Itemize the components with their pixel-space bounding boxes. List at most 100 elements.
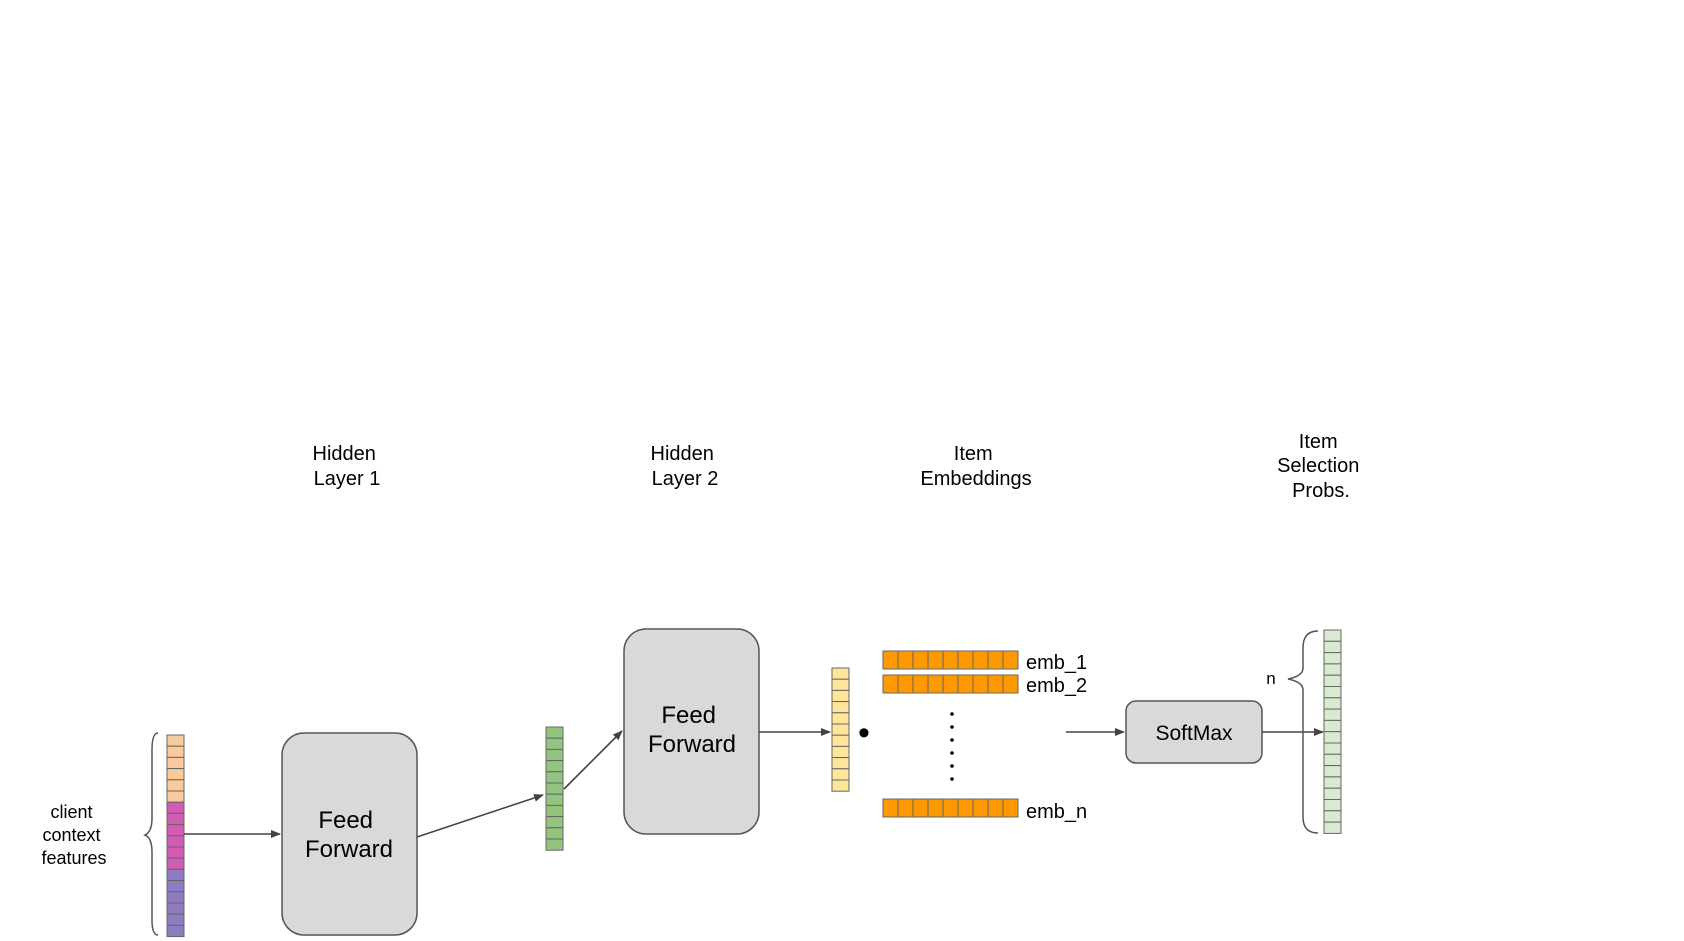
embedding-row-1 (882, 650, 1019, 670)
input-feature-cell (166, 779, 185, 792)
hidden1-cell (545, 760, 564, 773)
hidden1-cell (545, 827, 564, 840)
svg-text:Feed Forward: Feed Forward (648, 702, 736, 758)
input-brace (143, 732, 159, 936)
emb1-cell (957, 650, 974, 670)
hidden2-cell (831, 712, 850, 725)
embn-cell (972, 798, 989, 818)
output-cell (1323, 686, 1342, 699)
embn-cell (1002, 798, 1019, 818)
emb1-cell (882, 650, 899, 670)
input-feature-cell (166, 868, 185, 882)
item-selection-probs-heading: Item Selection Probs. (1277, 431, 1365, 502)
hidden-layer-2-heading: Hidden Layer 2 (651, 443, 720, 490)
embedding-row-n (882, 798, 1019, 818)
embn-cell (987, 798, 1004, 818)
hidden1-cell (545, 838, 564, 851)
input-feature-cell (166, 835, 185, 848)
input-feature-cell (166, 857, 185, 870)
hidden2-cell (831, 745, 850, 759)
ff2-label-line1: Feed (661, 702, 716, 729)
input-feature-cell (166, 924, 185, 938)
hidden1-cell (545, 771, 564, 784)
emb1-cell (972, 650, 989, 670)
output-cell (1323, 742, 1342, 755)
output-cell (1323, 640, 1342, 654)
dot-product-operator: • (858, 714, 870, 752)
hidden2-cell (831, 768, 850, 781)
emb2-cell (1002, 674, 1019, 694)
hidden-layer-1-heading: Hidden Layer 1 (313, 443, 382, 490)
arrow-ff1-to-hidden1 (416, 794, 544, 838)
hidden1-cell (545, 782, 564, 795)
input-feature-cell (166, 913, 185, 926)
output-cell (1323, 697, 1342, 710)
softmax-label: SoftMax (1155, 722, 1233, 745)
output-cell (1323, 810, 1342, 823)
output-cell (1323, 821, 1342, 834)
hidden1-cell (545, 726, 564, 739)
emb1-cell (897, 650, 914, 670)
input-feature-cell (166, 768, 185, 781)
client-context-features-label: client context features (41, 802, 106, 868)
input-feature-cell (166, 801, 185, 814)
emb-1-label: emb_1 (1026, 652, 1087, 674)
hidden2-cell (831, 723, 850, 736)
input-feature-cell (166, 891, 185, 904)
embedding-row-2 (882, 674, 1019, 694)
hidden2-cell (831, 689, 850, 703)
hidden2-cell (831, 779, 850, 792)
input-feature-cell (166, 734, 185, 747)
input-feature-cell (166, 745, 185, 758)
emb2-cell (972, 674, 989, 694)
svg-text:Feed Forward: Feed Forward (305, 807, 393, 863)
emb1-cell (927, 650, 944, 670)
output-cell (1323, 753, 1342, 767)
softmax-box: SoftMax (1125, 700, 1263, 764)
emb2-cell (882, 674, 899, 694)
output-cell (1323, 652, 1342, 665)
output-cell (1323, 731, 1342, 744)
embedding-ellipsis (950, 712, 954, 781)
hidden2-cell (831, 734, 850, 747)
ff1-label-line1: Feed (318, 807, 373, 834)
hidden1-cell (545, 804, 564, 818)
output-cell (1323, 629, 1342, 642)
input-feature-cell (166, 824, 185, 837)
feed-forward-1-box: Feed Forward (281, 732, 418, 936)
emb2-cell (942, 674, 959, 694)
hidden1-cell (545, 816, 564, 829)
hidden1-cell (545, 748, 564, 762)
hidden-layer-1-vector (545, 726, 564, 851)
output-cell (1323, 787, 1342, 801)
emb2-cell (957, 674, 974, 694)
emb-2-label: emb_2 (1026, 675, 1087, 697)
hidden2-cell (831, 667, 850, 680)
hidden1-cell (545, 793, 564, 806)
ff2-label-line2: Forward (648, 731, 736, 758)
emb2-cell (912, 674, 929, 694)
input-feature-cell (166, 846, 185, 859)
item-embeddings-heading: Item Embeddings (920, 443, 1031, 490)
hidden2-cell (831, 757, 850, 770)
emb2-cell (987, 674, 1004, 694)
input-feature-cell (166, 790, 185, 803)
output-cell (1323, 674, 1342, 688)
embn-cell (882, 798, 899, 818)
output-cell (1323, 765, 1342, 778)
hidden2-cell (831, 678, 850, 691)
input-feature-cell (166, 756, 185, 770)
embn-cell (957, 798, 974, 818)
output-cell (1323, 719, 1342, 733)
emb2-cell (927, 674, 944, 694)
emb1-cell (912, 650, 929, 670)
input-feature-cell (166, 880, 185, 893)
input-feature-cell (166, 902, 185, 915)
embn-cell (942, 798, 959, 818)
output-cell (1323, 799, 1342, 812)
embn-cell (927, 798, 944, 818)
output-cell (1323, 776, 1342, 789)
emb1-cell (987, 650, 1004, 670)
hidden2-cell (831, 701, 850, 714)
